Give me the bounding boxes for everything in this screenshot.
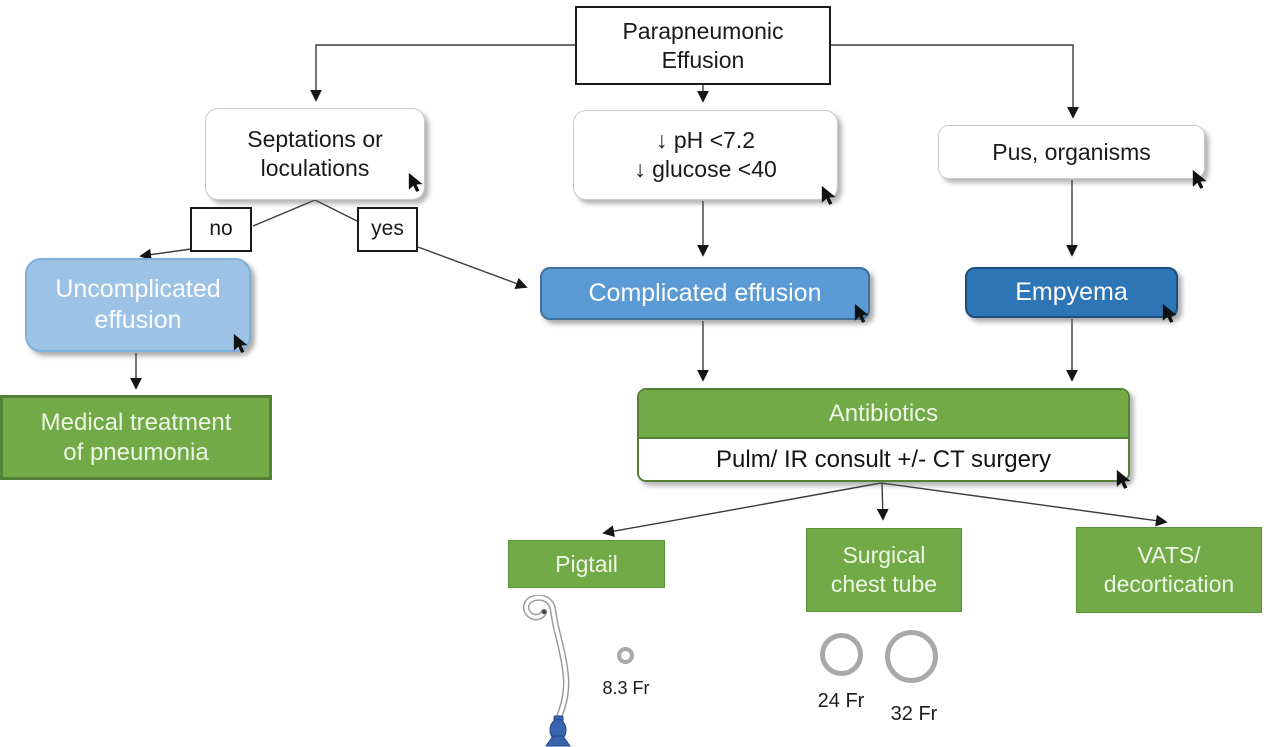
pigtail-catheter-illustration: [522, 595, 571, 747]
cursor-icon: [233, 333, 248, 353]
node-surgical-chest-tube: Surgical chest tube: [806, 528, 962, 612]
cursor-icon: [408, 172, 423, 192]
node-vats-decortication: VATS/ decortication: [1076, 527, 1262, 613]
node-pulm-ir-consult: Pulm/ IR consult +/- CT surgery: [639, 439, 1128, 480]
cursor-icon: [821, 185, 836, 205]
label-32-fr: 32 Fr: [890, 703, 938, 725]
cursor-icon: [854, 303, 869, 323]
node-uncomplicated-effusion[interactable]: Uncomplicated effusion: [25, 258, 251, 352]
node-parapneumonic-effusion: Parapneumonic Effusion: [575, 6, 831, 85]
ring-32-fr: [885, 630, 938, 683]
node-antibiotics: Antibiotics: [639, 390, 1128, 439]
cursor-icon: [1162, 303, 1177, 323]
node-ph-glucose[interactable]: ↓ pH <7.2 ↓ glucose <40: [573, 110, 838, 200]
catheter-hub: [545, 715, 571, 747]
label-8-3-fr: 8.3 Fr: [602, 678, 650, 698]
ring-24-fr: [820, 633, 863, 676]
cursor-icon: [1192, 169, 1207, 189]
node-pus-organisms[interactable]: Pus, organisms: [938, 125, 1205, 179]
node-empyema[interactable]: Empyema: [965, 267, 1178, 318]
node-medical-treatment: Medical treatment of pneumonia: [0, 395, 272, 480]
label-no: no: [190, 207, 252, 252]
label-24-fr: 24 Fr: [817, 690, 865, 712]
node-complicated-effusion[interactable]: Complicated effusion: [540, 267, 870, 320]
cursor-icon: [1116, 469, 1131, 489]
node-antibiotics-consult[interactable]: Antibiotics Pulm/ IR consult +/- CT surg…: [637, 388, 1130, 482]
label-yes: yes: [357, 207, 418, 252]
ring-8-3-fr: [617, 647, 634, 664]
node-pigtail: Pigtail: [508, 540, 665, 588]
catheter-tip-dot: [541, 609, 547, 615]
node-septations-loculations[interactable]: Septations or loculations: [205, 108, 425, 200]
